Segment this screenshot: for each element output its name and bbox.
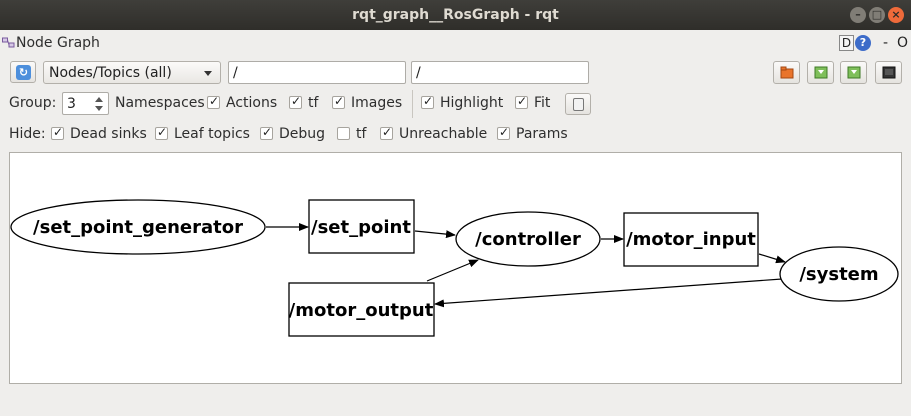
highlight-label: Highlight	[440, 95, 504, 111]
graph-topic-motor-input[interactable]: /motor_input	[623, 212, 759, 267]
check-icon: ✓	[291, 94, 302, 108]
check-icon: ✓	[499, 125, 510, 139]
minimize-icon: –	[855, 8, 861, 21]
actions-checkbox[interactable]: ✓	[207, 94, 220, 109]
plugin-title: Node Graph	[16, 35, 100, 51]
check-icon: ✓	[157, 125, 168, 139]
tf-label: tf	[308, 95, 319, 111]
maximize-button[interactable]: □	[869, 7, 885, 23]
topic-filter-input[interactable]	[411, 61, 589, 84]
edge-set-point-to-controller	[414, 230, 456, 239]
minimize-button[interactable]: –	[850, 7, 866, 23]
check-icon: ✓	[53, 125, 64, 139]
plugin-close-button[interactable]: O	[897, 35, 909, 51]
namespaces-label: Namespaces	[115, 95, 205, 111]
node-label: /controller	[475, 229, 581, 250]
dead-sinks-label: Dead sinks	[70, 126, 147, 142]
debug-checkbox[interactable]: ✓	[260, 125, 273, 140]
check-icon: ✓	[382, 125, 393, 139]
hide-label: Hide:	[9, 126, 46, 142]
node-label: /system	[799, 264, 878, 285]
dead-sinks-checkbox[interactable]: ✓	[51, 125, 64, 140]
topic-label: /motor_output	[289, 300, 434, 321]
graph-topic-motor-output[interactable]: /motor_output	[288, 282, 435, 337]
plugin-minimize-button[interactable]: -	[883, 35, 889, 51]
edge-motor-input-to-system	[758, 253, 786, 264]
check-icon: ✓	[334, 94, 345, 108]
leaf-topics-label: Leaf topics	[174, 126, 250, 142]
check-icon: ✓	[209, 94, 220, 108]
load-dot-button[interactable]	[773, 61, 800, 84]
graph-node-controller[interactable]: /controller	[455, 211, 601, 267]
graph-canvas[interactable]: /set_point_generator /set_point /control…	[9, 152, 902, 384]
save-svg-button[interactable]	[840, 61, 867, 84]
toolbar-separator	[412, 90, 413, 118]
check-icon: ✓	[262, 125, 273, 139]
leaf-topics-checkbox[interactable]: ✓	[155, 125, 168, 140]
help-icon[interactable]: ?	[855, 35, 871, 51]
hide-tf-label: tf	[356, 126, 367, 142]
edge-system-to-motor-output	[434, 278, 783, 308]
maximize-icon: □	[871, 8, 883, 21]
graph-node-set-point-generator[interactable]: /set_point_generator	[10, 199, 266, 255]
group-label: Group:	[9, 95, 57, 111]
unreachable-checkbox[interactable]: ✓	[380, 125, 393, 140]
check-icon: ✓	[517, 94, 528, 108]
fit-checkbox[interactable]: ✓	[515, 94, 528, 109]
group-value: 3	[67, 96, 76, 112]
save-dot-icon	[814, 66, 828, 79]
folder-open-icon	[780, 66, 794, 79]
save-dot-button[interactable]	[807, 61, 834, 84]
spin-down-icon[interactable]	[95, 106, 103, 111]
window-titlebar: rqt_graph__RosGraph - rqt – □ ×	[0, 0, 911, 30]
hide-tf-checkbox[interactable]	[337, 127, 350, 140]
close-button[interactable]: ×	[888, 7, 904, 23]
node-filter-input[interactable]	[228, 61, 406, 84]
graph-topic-set-point[interactable]: /set_point	[308, 199, 415, 254]
unreachable-label: Unreachable	[399, 126, 488, 142]
graph-node-system[interactable]: /system	[779, 246, 899, 302]
images-label: Images	[351, 95, 403, 111]
fit-label: Fit	[534, 95, 551, 111]
refresh-icon: ↻	[16, 65, 31, 80]
graph-type-select[interactable]: Nodes/Topics (all)	[43, 61, 221, 84]
params-label: Params	[516, 126, 568, 142]
tf-checkbox[interactable]: ✓	[289, 94, 302, 109]
refresh-button[interactable]: ↻	[10, 61, 36, 83]
fit-view-button[interactable]	[565, 93, 591, 115]
actions-label: Actions	[226, 95, 278, 111]
window-title: rqt_graph__RosGraph - rqt	[352, 7, 559, 23]
save-svg-icon	[847, 66, 861, 79]
chevron-down-icon	[204, 71, 212, 76]
close-icon: ×	[891, 8, 901, 21]
params-checkbox[interactable]: ✓	[497, 125, 510, 140]
node-graph-icon	[2, 37, 15, 48]
ros-graph: /set_point_generator /set_point /control…	[10, 199, 899, 337]
edge-motor-output-to-controller	[426, 259, 479, 282]
spin-up-icon[interactable]	[95, 97, 103, 102]
dock-toggle-button[interactable]: D	[839, 35, 854, 51]
topic-label: /set_point	[311, 217, 411, 238]
node-label: /set_point_generator	[33, 217, 243, 238]
check-icon: ✓	[423, 94, 434, 108]
group-spinbox[interactable]: 3	[62, 92, 109, 115]
debug-label: Debug	[279, 126, 326, 142]
images-checkbox[interactable]: ✓	[332, 94, 345, 109]
topic-label: /motor_input	[626, 229, 756, 250]
fit-view-icon	[573, 98, 584, 111]
graph-type-value: Nodes/Topics (all)	[49, 65, 172, 81]
highlight-checkbox[interactable]: ✓	[421, 94, 434, 109]
save-image-icon	[882, 66, 896, 79]
save-image-button[interactable]	[875, 61, 902, 84]
